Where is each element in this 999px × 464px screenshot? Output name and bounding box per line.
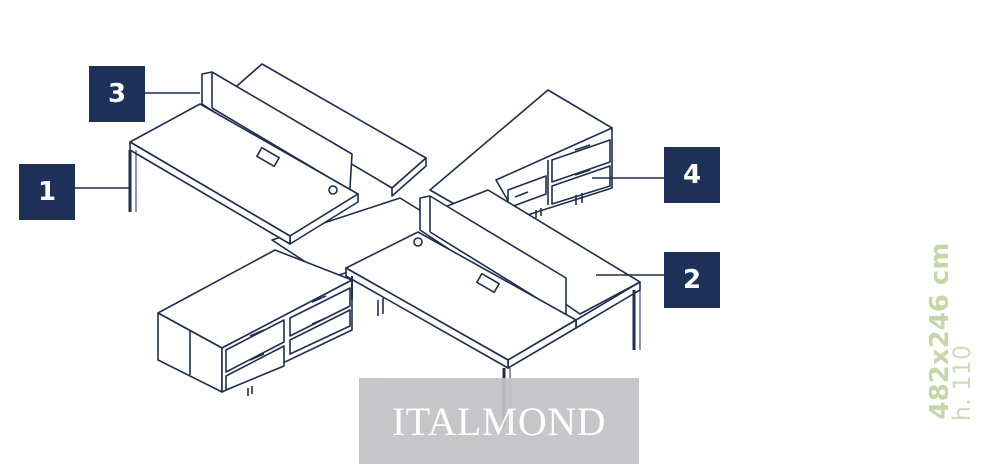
storage-unit-right xyxy=(495,127,613,219)
desk-front-right xyxy=(345,231,641,426)
callout-badge-2: 2 xyxy=(664,252,720,308)
storage-unit-left xyxy=(157,279,384,396)
central-beam xyxy=(157,89,613,349)
desk-front-left xyxy=(128,103,359,245)
watermark: ITALMOND xyxy=(359,378,639,464)
callout-badge-3: 3 xyxy=(89,66,145,122)
watermark-text: ITALMOND xyxy=(391,398,607,444)
dimensions-height: h. 110 xyxy=(948,344,976,422)
dimensions-label: 482x246 cm h. 110 xyxy=(905,243,976,428)
callout-badge-1: 1 xyxy=(19,164,75,220)
leader-lines xyxy=(75,92,664,276)
callout-badge-4: 4 xyxy=(664,147,720,203)
